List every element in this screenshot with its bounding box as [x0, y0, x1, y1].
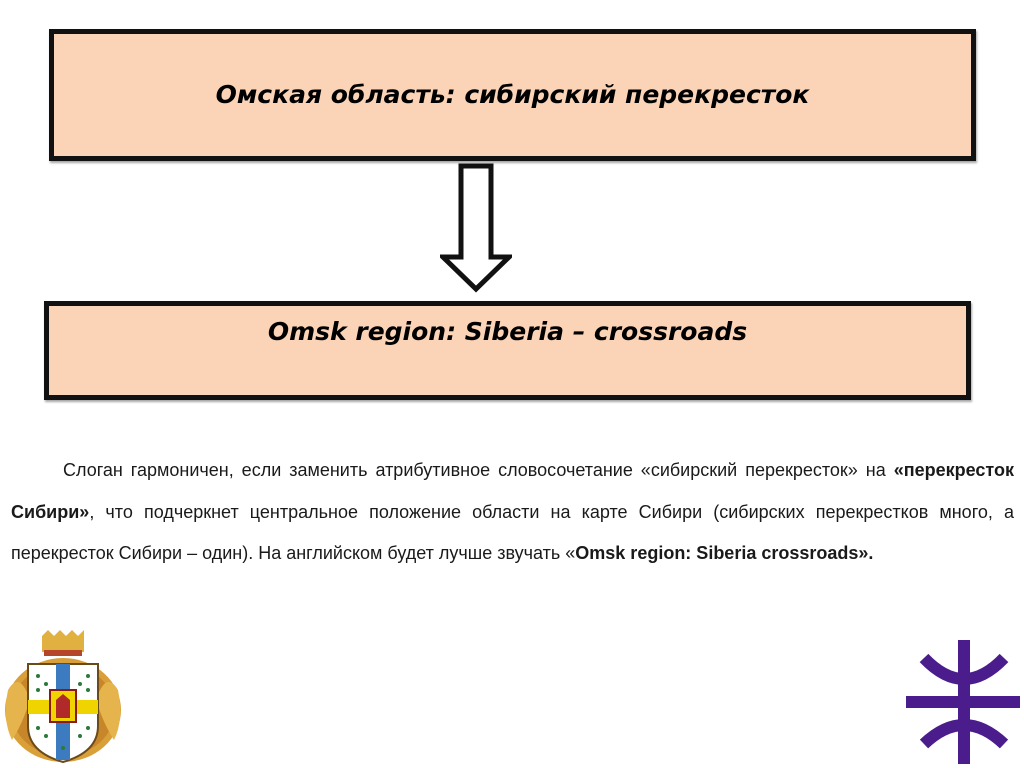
omsk-coat-of-arms-icon	[5, 630, 121, 764]
paragraph-bold-1: «перекресток Сибири»	[11, 460, 1014, 522]
russian-slogan-title: Омская область: сибирский перекресток	[215, 80, 810, 109]
english-slogan-box: Omsk region: Siberia – crossroads	[44, 301, 971, 400]
down-arrow-icon	[440, 163, 512, 293]
english-slogan-title: Omsk region: Siberia – crossroads	[267, 317, 748, 346]
paragraph-text-3: ».	[858, 543, 874, 563]
paragraph-bold-2: Omsk region: Siberia crossroads	[575, 543, 859, 563]
explanation-paragraph: Слоган гармоничен, если заменить атрибут…	[11, 450, 1014, 575]
paragraph-text-2: , что подчеркнет центральное положение о…	[11, 501, 1014, 564]
russian-slogan-box: Омская область: сибирский перекресток	[49, 29, 976, 161]
paragraph-text-1: Слоган гармоничен, если заменить атрибут…	[63, 460, 894, 480]
purple-crossroads-logo-icon	[906, 640, 1020, 764]
